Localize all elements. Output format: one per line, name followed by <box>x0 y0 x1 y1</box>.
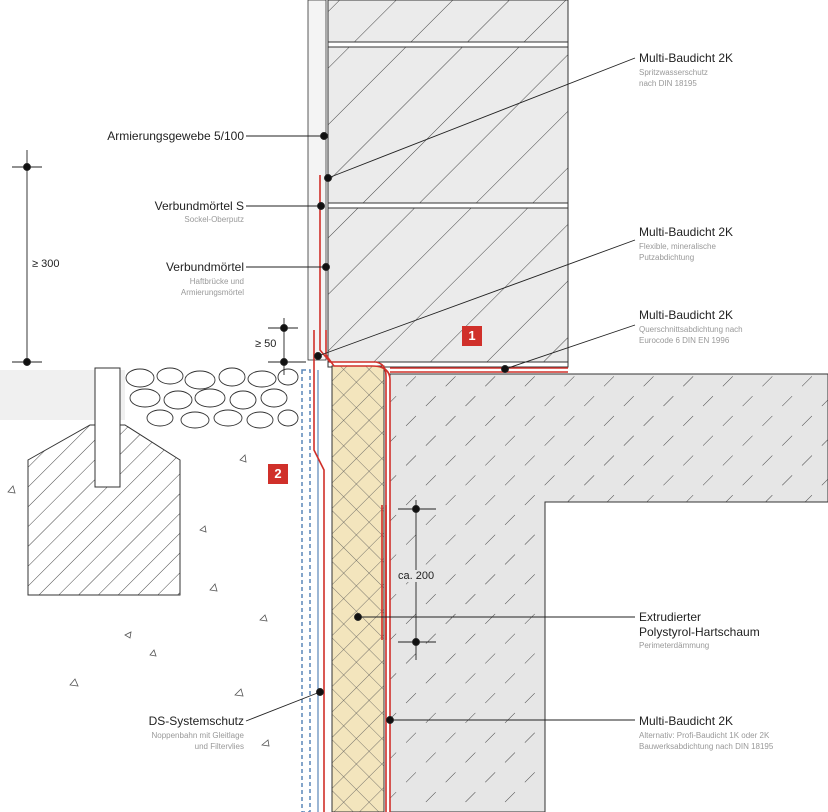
label-mb-bauwerk-sub2: Bauwerksabdichtung nach DIN 18195 <box>639 742 774 751</box>
label-ds-systemschutz: DS-Systemschutz <box>148 714 244 728</box>
render-layer <box>307 0 327 361</box>
dimension-lines <box>12 150 436 660</box>
label-verbundmoertel: Verbundmörtel <box>165 260 244 274</box>
leader-lines <box>245 57 636 724</box>
membranes <box>313 175 568 812</box>
label-mb-bauwerk: Multi-Baudicht 2K <box>639 714 734 728</box>
label-verbundmoertel-s-sub: Sockel-Oberputz <box>184 215 244 224</box>
label-verbundmoertel-sub2: Armierungsmörtel <box>180 288 244 297</box>
label-mb-querschnitt-sub1: Querschnittsabdichtung nach <box>639 325 743 334</box>
badge-2: 2 <box>268 464 288 484</box>
gravel-layer <box>0 367 299 429</box>
label-mb-putz: Multi-Baudicht 2K <box>639 225 734 239</box>
foundation <box>27 367 181 596</box>
label-xps-2: Polystyrol-Hartschaum <box>639 625 760 639</box>
label-verbundmoertel-sub1: Haftbrücke und <box>189 277 244 286</box>
badge-1: 1 <box>462 326 482 346</box>
xps-insulation <box>331 365 385 812</box>
label-xps-sub: Perimeterdämmung <box>639 641 710 650</box>
label-ds-systemschutz-sub1: Noppenbahn mit Gleitlage <box>151 731 244 740</box>
label-mb-putz-sub1: Flexible, mineralische <box>639 242 716 251</box>
masonry-wall <box>327 0 569 368</box>
soil-marks <box>7 454 270 747</box>
dimension-300: ≥ 300 <box>32 258 60 270</box>
label-verbundmoertel-s: Verbundmörtel S <box>154 199 244 213</box>
label-mb-spritzwasser-sub2: nach DIN 18195 <box>639 79 697 88</box>
label-mb-putz-sub2: Putzabdichtung <box>639 253 695 262</box>
label-mb-spritzwasser-sub1: Spritzwasserschutz <box>639 68 708 77</box>
dimension-50: ≥ 50 <box>255 338 277 350</box>
dimple-sheet <box>301 369 319 812</box>
label-mb-spritzwasser: Multi-Baudicht 2K <box>639 51 734 65</box>
label-xps-1: Extrudierter <box>639 610 702 624</box>
label-mb-querschnitt-sub2: Eurocode 6 DIN EN 1996 <box>639 336 730 345</box>
label-mb-bauwerk-sub1: Alternativ: Profi-Baudicht 1K oder 2K <box>639 731 770 740</box>
label-armierungsgewebe: Armierungsgewebe 5/100 <box>107 129 244 143</box>
label-mb-querschnitt: Multi-Baudicht 2K <box>639 308 734 322</box>
concrete-slab <box>389 373 828 812</box>
label-ds-systemschutz-sub2: und Filtervlies <box>194 742 244 751</box>
dimension-200: ca. 200 <box>398 570 435 582</box>
